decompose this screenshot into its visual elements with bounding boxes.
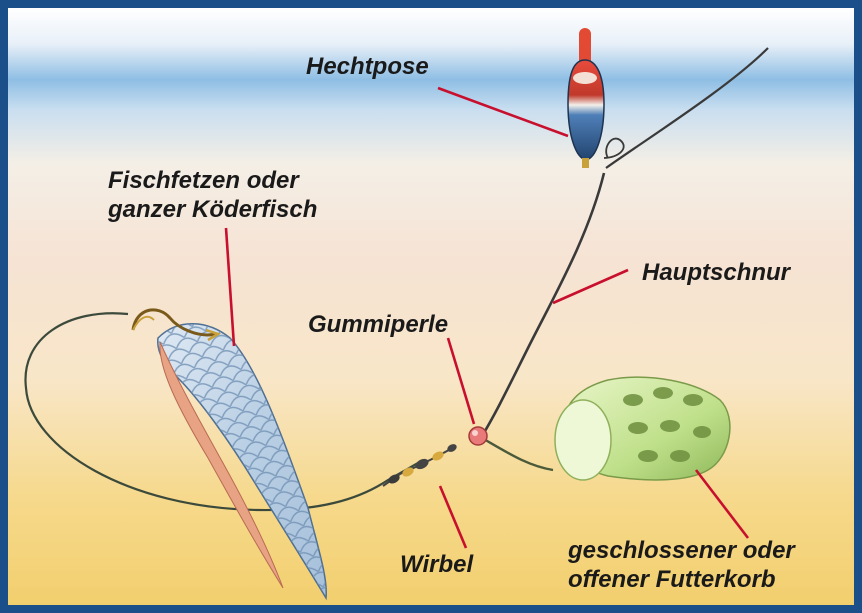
label-bait-line2: ganzer Köderfisch <box>108 195 317 224</box>
label-swivel: Wirbel <box>400 550 473 579</box>
label-feeder: geschlossener oder offener Futterkorb <box>568 536 795 594</box>
label-bead: Gummiperle <box>308 310 448 339</box>
label-bait: Fischfetzen oder ganzer Köderfisch <box>108 166 317 224</box>
water-and-ground-background <box>8 8 854 605</box>
fishing-rig-illustration <box>8 8 854 605</box>
label-feeder-line2: offener Futterkorb <box>568 565 795 594</box>
label-bait-line1: Fischfetzen oder <box>108 166 317 195</box>
feeder-basket <box>555 377 730 480</box>
label-float: Hechtpose <box>306 52 429 81</box>
label-main-line: Hauptschnur <box>642 258 790 287</box>
label-feeder-line1: geschlossener oder <box>568 536 795 565</box>
rubber-bead <box>469 427 487 445</box>
